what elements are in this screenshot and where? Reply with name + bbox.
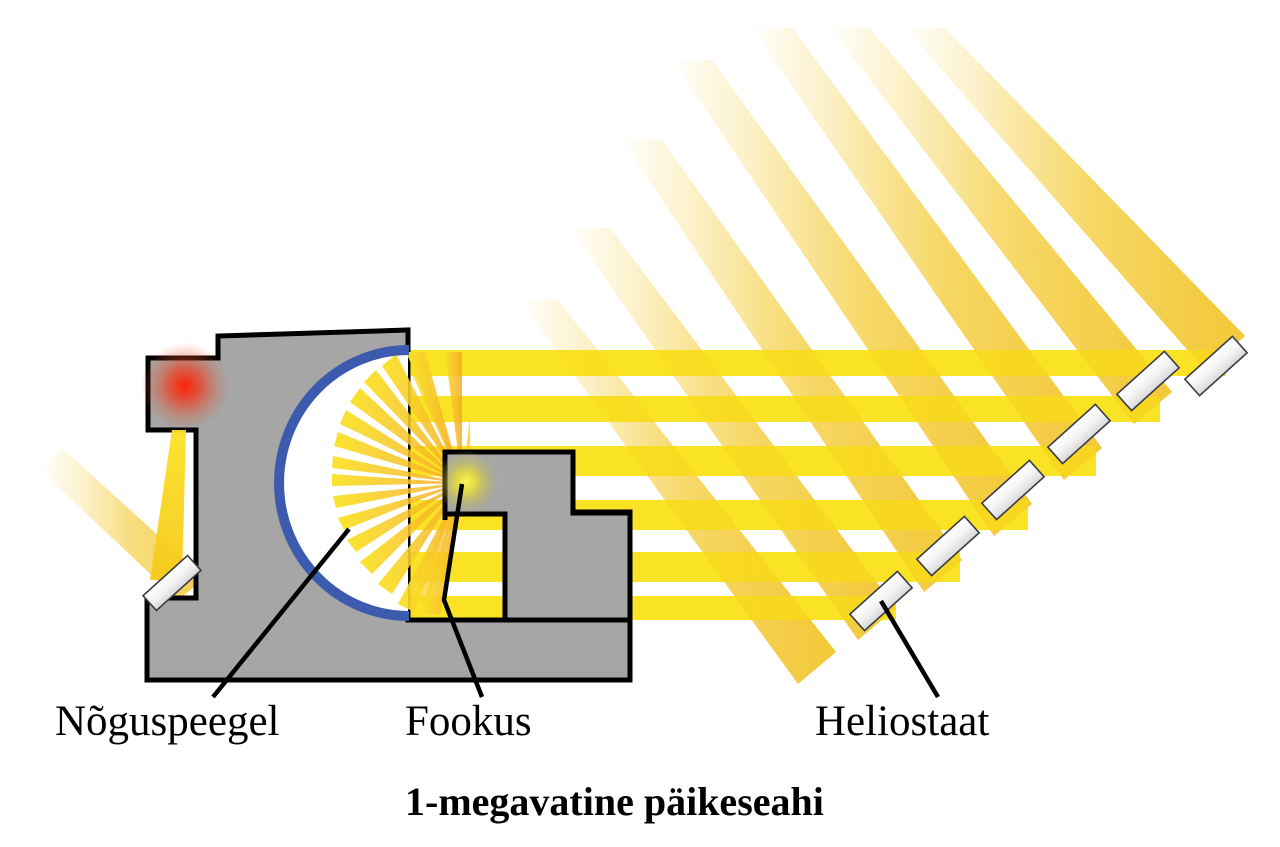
sun-ray-overlay	[622, 140, 962, 592]
sun-ray-overlay-group	[520, 28, 1245, 684]
heliostat[interactable]	[1183, 335, 1249, 397]
converging-ray	[382, 354, 462, 483]
converging-ray	[338, 483, 462, 530]
reflected-beam-wedge	[150, 430, 186, 580]
label-focus: Fookus	[405, 698, 532, 745]
diagram-caption: 1-megavatine päikeseahi	[405, 779, 824, 824]
label-heliostat: Heliostaat	[815, 698, 990, 745]
converging-ray	[332, 456, 462, 483]
heliostat[interactable]	[980, 459, 1046, 521]
sun-ray-overlay	[752, 28, 1102, 480]
focus-glow	[434, 450, 498, 514]
red-hot-spot-glow	[141, 342, 229, 430]
converging-ray	[378, 483, 462, 594]
concave-mirror-arc	[274, 345, 410, 621]
horizontal-beam	[408, 596, 896, 620]
converging-ray	[332, 474, 462, 486]
heliostat[interactable]	[1115, 350, 1181, 412]
converging-ray	[360, 483, 462, 574]
converging-ray	[340, 410, 462, 483]
sun-ray-overlay	[520, 300, 836, 684]
leader-lines-group	[211, 483, 940, 699]
converging-ray	[347, 483, 462, 552]
heliostat[interactable]	[141, 554, 203, 612]
converging-ray	[350, 388, 462, 483]
horizontal-beam	[408, 552, 960, 582]
heliostat-field-group	[141, 335, 1249, 632]
converging-ray	[364, 370, 462, 483]
heliostat[interactable]	[1046, 403, 1112, 465]
heliostat[interactable]	[915, 515, 981, 577]
sun-ray-overlay	[672, 60, 1032, 536]
sun-ray-overlay	[570, 228, 896, 640]
converging-ray	[333, 483, 462, 508]
leader-line-concave-mirror	[211, 527, 351, 699]
converging-ray	[444, 352, 462, 483]
leader-line-heliostat	[879, 599, 940, 699]
label-concave-mirror: Nõguspeegel	[55, 698, 280, 745]
sun-ray-overlay	[905, 28, 1245, 370]
leader-line-focus	[441, 483, 485, 698]
converging-ray	[334, 432, 462, 483]
sun-ray-overlay	[830, 28, 1172, 424]
